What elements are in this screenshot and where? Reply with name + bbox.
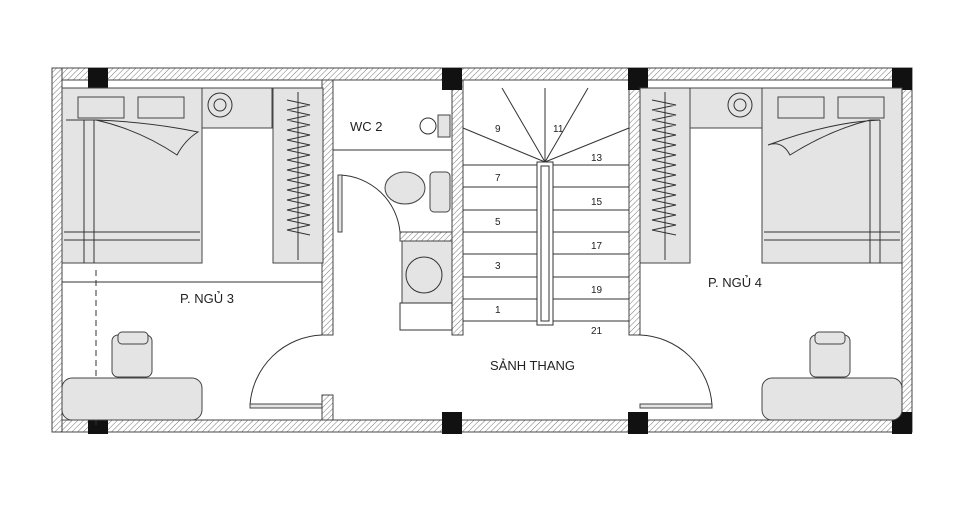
floor-drain-icon — [419, 117, 437, 135]
step-number: 3 — [495, 261, 501, 272]
wc: WC 2 — [333, 114, 453, 331]
room-label-bedroom-4: P. NGỦ 4 — [708, 275, 762, 290]
step-number: 19 — [591, 285, 603, 296]
toilet-icon — [384, 171, 426, 205]
step-number: 15 — [591, 197, 603, 208]
desk-icon — [761, 377, 903, 421]
nightstand-icon — [689, 87, 763, 129]
desk-icon — [61, 377, 203, 421]
staircase: 9 7 5 3 1 11 13 15 17 19 21 SẢNH THANG — [462, 87, 630, 373]
step-number: 7 — [495, 173, 501, 184]
step-number: 21 — [591, 326, 603, 337]
step-number: 5 — [495, 217, 501, 228]
step-number: 13 — [591, 153, 603, 164]
step-number: 17 — [591, 241, 603, 252]
bedroom-left: P. NGỦ 3 — [61, 87, 324, 425]
nightstand-icon — [201, 87, 273, 129]
room-label-stair-hall: SẢNH THANG — [490, 358, 575, 373]
sink-icon — [401, 240, 453, 304]
room-label-wc: WC 2 — [350, 119, 383, 134]
bedroom-right: P. NGỦ 4 — [639, 87, 903, 421]
step-number: 11 — [553, 124, 564, 135]
columns — [88, 68, 912, 434]
step-number: 1 — [495, 305, 501, 316]
room-label-bedroom-3: P. NGỦ 3 — [180, 291, 234, 306]
step-number: 9 — [495, 124, 501, 135]
